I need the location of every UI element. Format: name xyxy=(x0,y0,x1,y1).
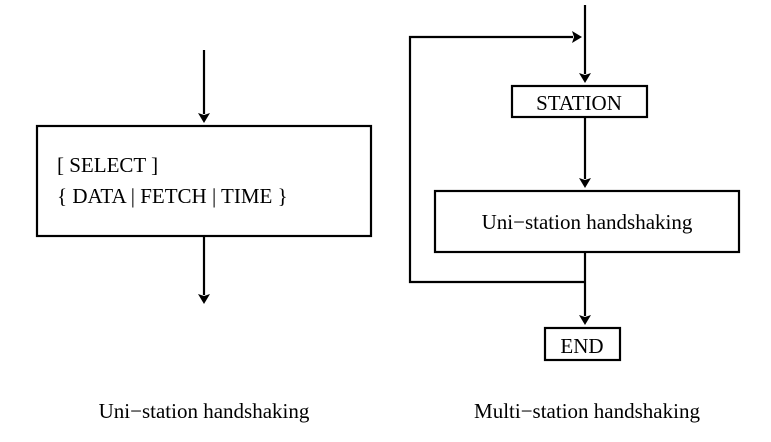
left-diagram-group: [ SELECT ] { DATA | FETCH | TIME } Uni−s… xyxy=(35,50,373,423)
uni-station-handshaking-box xyxy=(433,189,741,254)
station-box xyxy=(510,84,649,119)
select-command-box xyxy=(35,124,373,238)
end-box-label: END xyxy=(560,334,603,358)
right-diagram-group: STATION Uni−station handshaking END Mult… xyxy=(408,5,741,423)
station-box-label: STATION xyxy=(536,91,622,115)
uni-station-box-label: Uni−station handshaking xyxy=(482,210,693,234)
select-box-line2: { DATA | FETCH | TIME } xyxy=(57,184,288,208)
right-diagram-caption: Multi−station handshaking xyxy=(474,399,700,423)
left-diagram-caption: Uni−station handshaking xyxy=(99,399,310,423)
arrow-right-feedback-loop xyxy=(408,31,585,284)
end-box xyxy=(543,326,622,362)
select-box-line1: [ SELECT ] xyxy=(57,153,158,177)
